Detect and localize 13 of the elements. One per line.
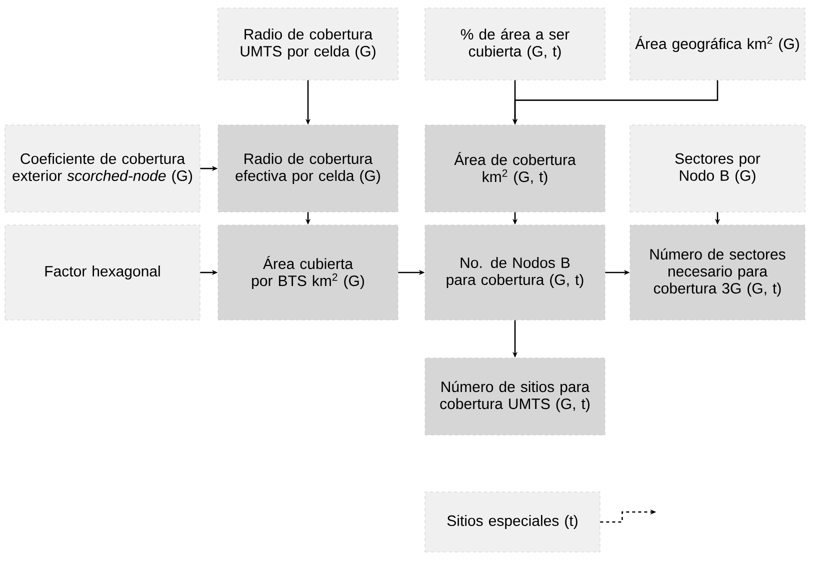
process-box: Número de sitios para cobertura UMTS (G, t): [424, 358, 606, 436]
input-box: Área geográfica km$^{2}$ (G): [630, 8, 806, 80]
input-box: Sectores por Nodo B (G): [630, 124, 806, 212]
process-box: No. de Nodos B para cobertura (G, t): [424, 224, 606, 320]
process-box: Radio de cobertura efectiva por celda (G): [218, 124, 398, 212]
process-box: Área cubierta por BTS km$^{2}$ (G): [218, 224, 398, 320]
input-box: Sitios especiales (t): [424, 492, 600, 552]
process-box: Área de cobertura km$^{2}$ (G, t): [424, 124, 606, 212]
input-box: Factor hexagonal: [4, 224, 200, 320]
input-box: Radio de cobertura UMTS por celda (G): [218, 8, 398, 80]
process-box: Número de sectores necesario para cobertura 3G (G, t): [630, 224, 806, 320]
input-box: % de área a ser cubierta (G, t): [424, 8, 606, 80]
input-box: Coeficiente de cobertura exterior scorched-node (G): [4, 124, 200, 212]
